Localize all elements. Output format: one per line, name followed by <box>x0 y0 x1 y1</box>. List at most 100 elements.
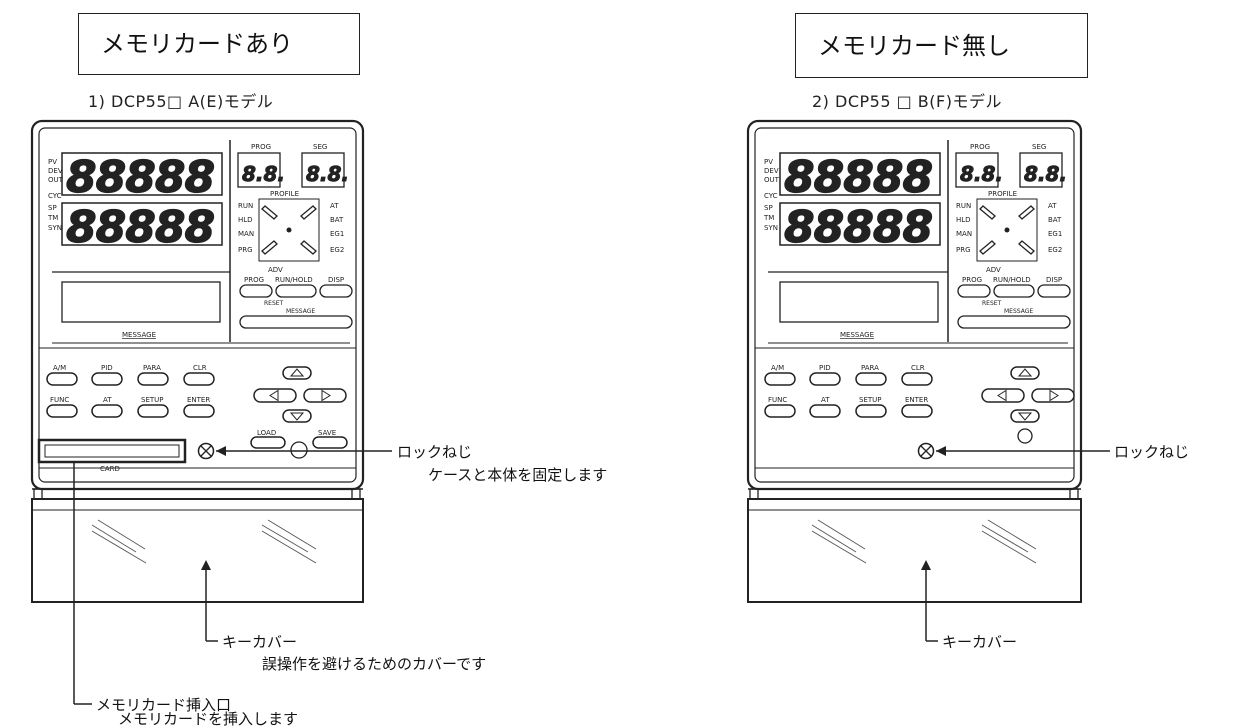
right-pid-key[interactable] <box>809 372 841 386</box>
right-lbl-syn: SYN <box>764 224 778 232</box>
left-lbl-pv: PV <box>48 158 57 166</box>
right-sp-digits: 88888 <box>784 202 932 253</box>
right-lbl-sp: SP <box>764 204 773 212</box>
left-lbl-adv: ADV <box>268 266 283 274</box>
left-lbl-func: FUNC <box>50 396 69 404</box>
right-down-key[interactable] <box>1010 409 1040 423</box>
right-message-button[interactable] <box>957 315 1071 329</box>
right-lbl-message-under: MESSAGE <box>840 331 874 339</box>
left-lbl-bat: BAT <box>330 216 344 224</box>
left-lbl-save: SAVE <box>318 429 336 437</box>
left-lbl-profile: PROFILE <box>270 190 299 198</box>
right-lbl-pv: PV <box>764 158 773 166</box>
left-lbl-cyc: CYC <box>48 192 62 200</box>
right-clr-key[interactable] <box>901 372 933 386</box>
left-left-key[interactable] <box>253 388 297 403</box>
right-title: メモリカード無し <box>818 31 1010 60</box>
left-lbl-dev: DEV <box>48 167 63 175</box>
right-key-cover[interactable] <box>747 498 1082 603</box>
left-lbl-tm: TM <box>47 214 58 222</box>
right-key-cover-knob <box>1017 428 1033 444</box>
right-lock-screw-label: ロックねじ <box>1114 443 1190 461</box>
left-lbl-message: MESSAGE <box>286 308 315 315</box>
right-runhold-button[interactable] <box>993 284 1035 298</box>
right-lbl-profile: PROFILE <box>988 190 1017 198</box>
right-lbl-bat: BAT <box>1048 216 1062 224</box>
right-right-key[interactable] <box>1031 388 1075 403</box>
right-para-key[interactable] <box>855 372 887 386</box>
right-seg-digits: 8.8. <box>1024 162 1067 186</box>
right-lbl-disp: DISP <box>1046 276 1062 284</box>
left-right-key[interactable] <box>303 388 347 403</box>
right-lbl-seg: SEG <box>1032 143 1046 151</box>
left-lbl-out: OUT <box>48 176 64 184</box>
left-lbl-runhold: RUN/HOLD <box>275 276 313 284</box>
right-setup-key[interactable] <box>855 404 887 418</box>
right-lbl-man: MAN <box>956 230 972 238</box>
left-lock-screw-label: ロックねじ <box>397 443 473 461</box>
right-lbl-eg1: EG1 <box>1048 230 1062 238</box>
left-key-cover-label: キーカバー <box>222 633 298 651</box>
left-card-slot[interactable] <box>37 438 187 464</box>
right-up-key[interactable] <box>1010 366 1040 380</box>
right-prog-button[interactable] <box>957 284 991 298</box>
right-lbl-pid: PID <box>819 364 831 372</box>
left-setup-key[interactable] <box>137 404 169 418</box>
left-key-cover[interactable] <box>31 498 364 603</box>
left-lbl-enter: ENTER <box>187 396 210 404</box>
left-card-slot-label: メモリカード挿入口 <box>96 696 232 714</box>
right-lbl-prog: PROG <box>970 143 990 151</box>
right-lbl-runhold: RUN/HOLD <box>993 276 1031 284</box>
left-runhold-button[interactable] <box>275 284 317 298</box>
left-disp-button[interactable] <box>319 284 353 298</box>
right-model-label: 2) DCP55 □ B(F)モデル <box>812 92 1002 111</box>
left-pv-digits: 88888 <box>66 152 214 203</box>
right-at-key[interactable] <box>809 404 841 418</box>
left-title: メモリカードあり <box>101 30 293 58</box>
left-save-key[interactable] <box>312 436 348 449</box>
left-enter-key[interactable] <box>183 404 215 418</box>
right-lbl-message: MESSAGE <box>1004 308 1033 315</box>
left-model-label: 1) DCP55□ A(E)モデル <box>88 92 274 111</box>
left-clr-key[interactable] <box>183 372 215 386</box>
left-lbl-syn: SYN <box>48 224 62 232</box>
left-lbl-disp: DISP <box>328 276 344 284</box>
left-lbl-run: RUN <box>238 202 253 210</box>
right-am-key[interactable] <box>764 372 796 386</box>
left-prog-button[interactable] <box>239 284 273 298</box>
right-enter-key[interactable] <box>901 404 933 418</box>
left-card-slot-desc: メモリカードを挿入します <box>118 710 299 728</box>
left-lock-screw-desc: ケースと本体を固定します <box>428 466 608 484</box>
left-lbl-man: MAN <box>238 230 254 238</box>
left-title-box: メモリカードあり <box>78 13 360 75</box>
left-seg-digits: 8.8. <box>306 162 349 186</box>
right-lbl-dev: DEV <box>764 167 779 175</box>
left-lbl-eg2: EG2 <box>330 246 344 254</box>
left-am-key[interactable] <box>46 372 78 386</box>
right-lbl-run: RUN <box>956 202 971 210</box>
right-func-key[interactable] <box>764 404 796 418</box>
right-key-cover-label: キーカバー <box>942 633 1018 651</box>
left-lbl-seg: SEG <box>313 143 327 151</box>
left-pid-key[interactable] <box>91 372 123 386</box>
left-para-key[interactable] <box>137 372 169 386</box>
left-at-key[interactable] <box>91 404 123 418</box>
left-lbl-hld: HLD <box>238 216 253 224</box>
right-lbl-tm: TM <box>763 214 774 222</box>
right-lbl-am: A/M <box>771 364 784 372</box>
left-sp-digits: 88888 <box>66 202 214 253</box>
left-down-key[interactable] <box>282 409 312 423</box>
left-message-button[interactable] <box>239 315 353 329</box>
right-lbl-clr: CLR <box>911 364 925 372</box>
left-lbl-at: AT <box>330 202 339 210</box>
left-func-key[interactable] <box>46 404 78 418</box>
left-up-key[interactable] <box>282 366 312 380</box>
left-load-key[interactable] <box>250 436 286 449</box>
left-device-diagram: 88888 88888 PV DEV OUT CYC SP TM SYN MES… <box>30 119 392 705</box>
left-lbl-para: PARA <box>143 364 161 372</box>
left-lbl-eg1: EG1 <box>330 230 344 238</box>
right-left-key[interactable] <box>981 388 1025 403</box>
left-lbl-atkey: AT <box>103 396 112 404</box>
right-disp-button[interactable] <box>1037 284 1071 298</box>
left-lbl-load: LOAD <box>257 429 276 437</box>
